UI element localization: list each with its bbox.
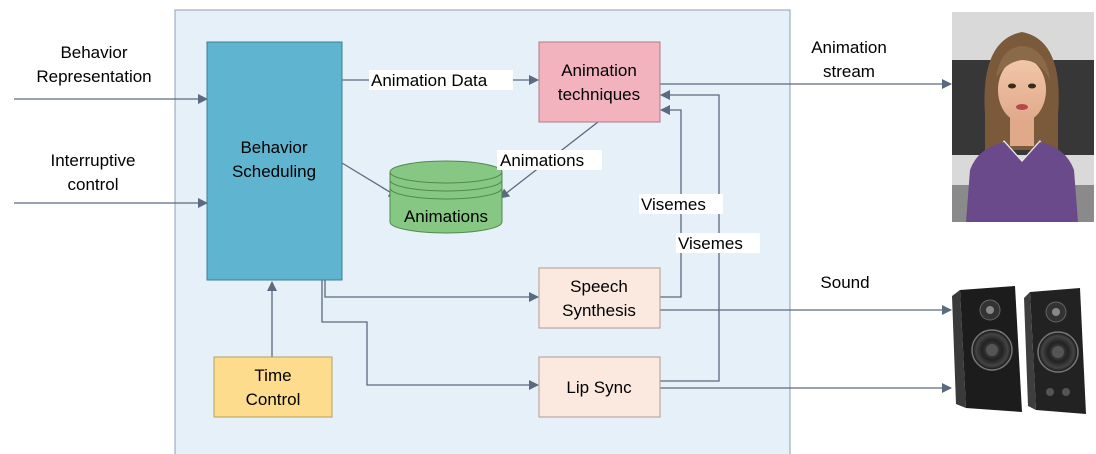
output-animation-stream-line1: Animation	[811, 38, 887, 57]
input-behavior-representation-line2: Representation	[36, 67, 151, 86]
edge-label-visemes-lipsync: Visemes	[678, 234, 743, 253]
speech-synthesis-label-line1: Speech	[570, 277, 628, 296]
time-control-block: Time Control	[213, 356, 333, 418]
speech-synthesis-block: Speech Synthesis	[538, 267, 661, 329]
lip-sync-block: Lip Sync	[538, 356, 661, 418]
lip-sync-label: Lip Sync	[566, 378, 632, 397]
speakers-icon	[952, 286, 1086, 414]
virtual-human-avatar-icon	[952, 12, 1094, 222]
scheduling-to-lipsync-arrow	[321, 280, 539, 390]
edge-label-visemes-speech: Visemes	[641, 195, 706, 214]
input-interruptive-control-line1: Interruptive	[50, 151, 135, 170]
edge-label-animations: Animations	[500, 151, 584, 170]
behavior-scheduling-label-line2: Scheduling	[232, 162, 316, 181]
animations-database: Animations	[389, 160, 503, 234]
scheduling-to-animations-arrow	[341, 162, 399, 198]
time-control-label-line1: Time	[254, 366, 291, 385]
output-animation-stream-line2: stream	[823, 62, 875, 81]
scheduling-to-speech-arrow	[324, 280, 539, 302]
animation-techniques-label-line1: Animation	[561, 61, 637, 80]
behavior-scheduling-block: Behavior Scheduling	[206, 41, 343, 281]
behavior-scheduling-label-line1: Behavior	[240, 138, 307, 157]
animations-db-label: Animations	[404, 207, 488, 226]
input-interruptive-control-line2: control	[67, 175, 118, 194]
time-control-label-line2: Control	[246, 390, 301, 409]
animation-techniques-label-line2: techniques	[558, 85, 640, 104]
output-sound: Sound	[820, 273, 869, 292]
edge-label-animation-data: Animation Data	[371, 71, 488, 90]
input-behavior-representation-line1: Behavior	[60, 43, 127, 62]
speech-synthesis-label-line2: Synthesis	[562, 301, 636, 320]
animation-techniques-block: Animation techniques	[538, 41, 661, 123]
